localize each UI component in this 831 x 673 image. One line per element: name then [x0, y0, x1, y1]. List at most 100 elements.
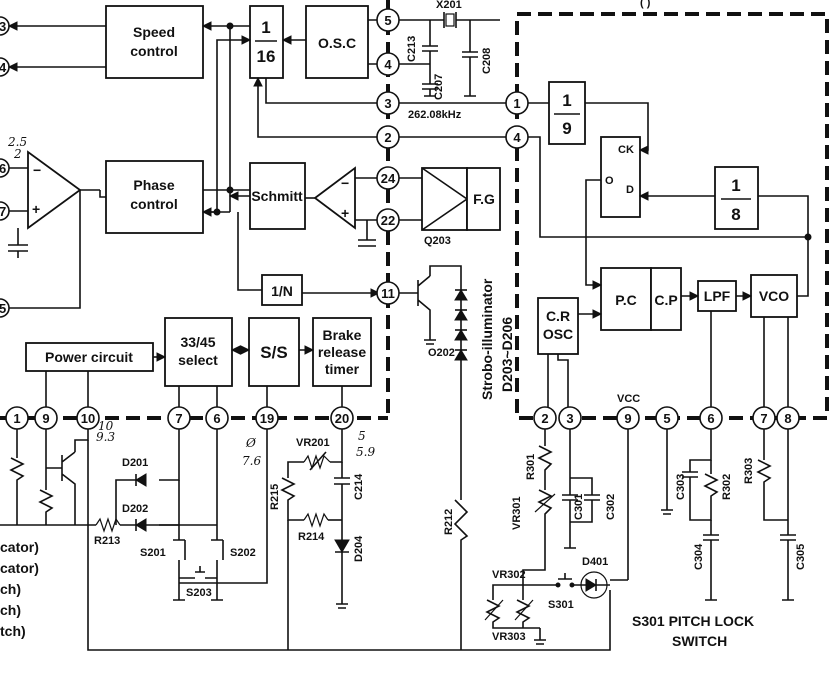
svg-text:6: 6 — [213, 411, 220, 426]
divide-9-block — [548, 81, 586, 145]
svg-text:3: 3 — [566, 411, 573, 426]
strobo-section — [399, 265, 469, 650]
c304-label: C304 — [693, 543, 705, 570]
phase-control-block — [105, 160, 204, 234]
svg-text:24: 24 — [381, 171, 396, 186]
r303-label: R303 — [743, 458, 755, 484]
vr201-label: VR201 — [296, 437, 330, 449]
divide-9-num: 1 — [562, 91, 571, 110]
handwritten-voltage-2b: 9.3 — [96, 430, 115, 444]
pc-label: P.C — [615, 292, 637, 308]
ic-pins-right-top: 1 4 — [505, 91, 529, 149]
r212-label: R212 — [443, 509, 455, 535]
pc-block — [600, 267, 652, 331]
svg-text:5: 5 — [0, 301, 6, 316]
power-circuit-block — [25, 342, 154, 372]
cp-block — [650, 267, 682, 331]
vcc-label: VCC — [617, 393, 640, 405]
divide-8-num: 1 — [731, 176, 740, 195]
phase-control-label-2: control — [130, 196, 177, 212]
phase-control-label-1: Phase — [133, 177, 174, 193]
d201-label: D201 — [122, 457, 148, 469]
x201-label: X201 — [436, 0, 462, 11]
handwritten-voltage-1: 2.5 — [7, 135, 27, 149]
speed-control-block — [105, 5, 204, 79]
comparator — [313, 166, 356, 230]
d204-label: D204 — [353, 535, 365, 562]
svg-text:9: 9 — [624, 411, 631, 426]
ic-boundary-right — [515, 12, 829, 420]
top-cut-label: ( ) — [640, 0, 651, 9]
q202-label: O202 — [428, 347, 455, 359]
left-cut-label-5: tch) — [0, 623, 26, 639]
c303-label: C303 — [675, 474, 687, 500]
brake-label-3: timer — [325, 361, 360, 377]
divide-9-den: 9 — [562, 119, 571, 138]
vr303-label: VR303 — [492, 631, 526, 643]
vr302-label: VR302 — [492, 569, 526, 581]
svg-text:7: 7 — [0, 204, 6, 219]
power-circuit-label: Power circuit — [45, 349, 133, 365]
handwritten-voltage-3: Ø — [245, 436, 257, 450]
brake-label-1: Brake — [323, 327, 362, 343]
handwritten-voltage-1b: 2 — [13, 147, 22, 161]
ss-block — [248, 317, 300, 387]
speed-control-label-2: control — [130, 43, 177, 59]
svg-text:5: 5 — [384, 13, 391, 28]
svg-text:8: 8 — [784, 411, 791, 426]
handwritten-voltage-4b: 5.9 — [356, 445, 375, 459]
svg-text:7: 7 — [175, 411, 182, 426]
c213-label: C213 — [406, 36, 418, 62]
svg-text:2: 2 — [541, 411, 548, 426]
left-cut-label-1: cator) — [0, 539, 39, 555]
svg-text:4: 4 — [0, 60, 7, 75]
s201-label: S201 — [140, 547, 166, 559]
schmitt-label: Schmitt — [251, 188, 303, 204]
ic-pins-bottom-left: 1 9 10 7 6 19 20 — [5, 406, 354, 430]
svg-text:+: + — [341, 205, 349, 221]
freq-label: 262.08kHz — [408, 109, 462, 121]
c301-label: C301 — [573, 494, 585, 520]
cp-label: C.P — [654, 292, 677, 308]
svg-text:4: 4 — [513, 130, 521, 145]
crystal-network — [399, 12, 500, 97]
svg-text:2: 2 — [384, 130, 391, 145]
q203-label: Q203 — [424, 235, 451, 247]
c208-label: C208 — [481, 48, 493, 74]
r301-label: R301 — [525, 454, 537, 480]
right-external-components — [522, 429, 796, 601]
divide-16-den: 16 — [257, 47, 276, 66]
divide-n-label: 1/N — [271, 283, 293, 299]
s202-label: S202 — [230, 547, 256, 559]
r214-label: R214 — [298, 531, 325, 543]
ss-label: S/S — [260, 343, 287, 362]
brake-timer-block — [312, 317, 372, 387]
osc-label: O.S.C — [318, 35, 356, 51]
op-amp-left: − + — [8, 150, 100, 309]
svg-text:−: − — [33, 162, 41, 178]
svg-text:+: + — [32, 201, 40, 217]
c214-label: C214 — [353, 473, 365, 500]
lpf-label: LPF — [704, 288, 731, 304]
strobo-label-1: Strobo-illuminator — [479, 278, 495, 400]
svg-text:3: 3 — [0, 19, 6, 34]
svg-text:10: 10 — [81, 411, 95, 426]
handwritten-voltage-2: 10 — [98, 419, 114, 433]
handwritten-voltage-3b: 7.6 — [242, 454, 261, 468]
divide-8-den: 8 — [731, 205, 740, 224]
flip-flop-block — [600, 136, 641, 218]
select-3345-block — [164, 317, 233, 387]
brake-label-2: release — [318, 344, 366, 360]
left-edge-pins: 3 4 6 7 5 — [0, 16, 10, 318]
r213-label: R213 — [94, 535, 120, 547]
svg-text:6: 6 — [0, 161, 6, 176]
svg-text:20: 20 — [335, 411, 349, 426]
schmitt-block — [249, 162, 306, 230]
brake-rc-network — [280, 429, 350, 650]
left-cut-label-2: cator) — [0, 560, 39, 576]
svg-text:1: 1 — [13, 411, 20, 426]
select-3345-label-2: select — [178, 352, 218, 368]
handwritten-voltage-4: 5 — [358, 429, 366, 443]
svg-text:3: 3 — [384, 96, 391, 111]
